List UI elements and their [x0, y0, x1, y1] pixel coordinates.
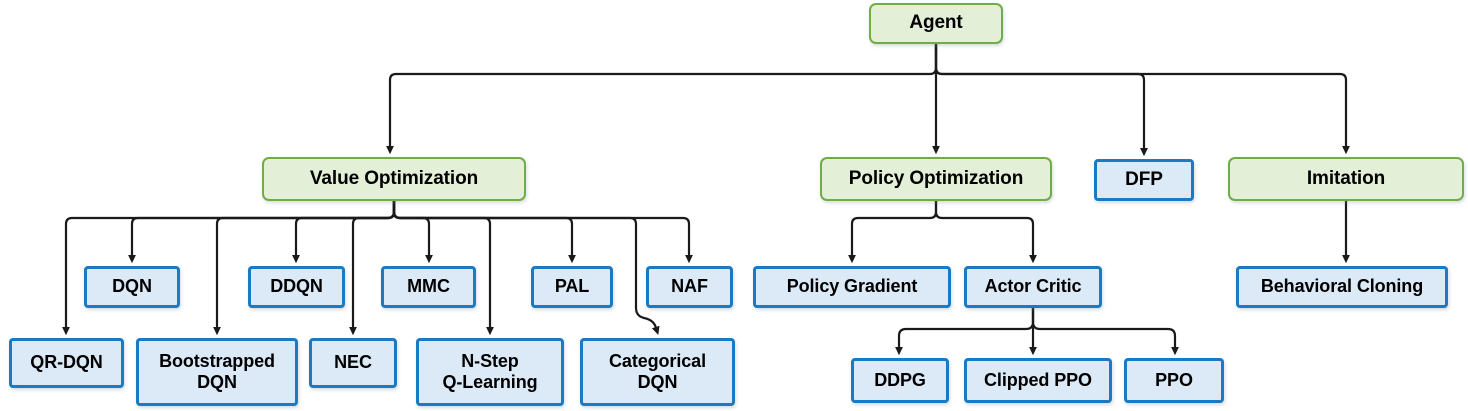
connector-actor-critic-to-ppo	[1031, 308, 1179, 356]
node-label-bootstrapped-dqn: Bootstrapped DQN	[159, 350, 275, 392]
connector-value-optimization-to-mmc	[392, 201, 433, 264]
node-label-behavioral-cloning: Behavioral Cloning	[1260, 276, 1424, 297]
node-label-policy-optimization: Policy Optimization	[848, 167, 1024, 189]
connector-policy-optimization-to-actor-critic	[934, 201, 1037, 264]
node-label-ppo: PPO	[1155, 369, 1193, 390]
connector-actor-critic-to-ddpg	[895, 308, 1035, 356]
node-dfp[interactable]: DFP	[1094, 159, 1194, 201]
node-label-value-optimization: Value Optimization	[309, 167, 479, 189]
node-label-dqn: DQN	[112, 276, 152, 297]
connector-agent-to-value-optimization	[386, 44, 938, 155]
node-label-categorical-dqn: Categorical DQN	[609, 350, 706, 392]
node-ddpg[interactable]: DDPG	[851, 358, 949, 403]
node-naf[interactable]: NAF	[646, 266, 733, 308]
node-categorical-dqn[interactable]: Categorical DQN	[580, 338, 735, 406]
node-agent[interactable]: Agent	[869, 3, 1003, 44]
node-imitation[interactable]: Imitation	[1228, 157, 1464, 201]
connector-value-optimization-to-pal	[392, 201, 576, 264]
node-label-imitation: Imitation	[1306, 167, 1386, 189]
node-qr-dqn[interactable]: QR-DQN	[9, 338, 124, 388]
node-label-dfp: DFP	[1125, 168, 1163, 190]
node-label-nec: NEC	[334, 352, 372, 373]
node-behavioral-cloning[interactable]: Behavioral Cloning	[1236, 266, 1448, 308]
node-clipped-ppo[interactable]: Clipped PPO	[964, 358, 1112, 403]
connector-agent-to-imitation	[934, 44, 1350, 155]
node-nec[interactable]: NEC	[309, 338, 397, 388]
node-label-mmc: MMC	[407, 276, 450, 297]
node-dqn[interactable]: DQN	[84, 266, 180, 308]
connector-policy-optimization-to-policy-gradient	[848, 201, 938, 264]
node-ppo[interactable]: PPO	[1124, 358, 1224, 403]
connector-value-optimization-to-naf	[392, 201, 693, 264]
node-ddqn[interactable]: DDQN	[248, 266, 345, 308]
connector-value-optimization-to-ddqn	[292, 201, 396, 264]
connector-agent-to-dfp	[934, 44, 1148, 157]
node-label-clipped-ppo: Clipped PPO	[984, 369, 1092, 390]
node-policy-gradient[interactable]: Policy Gradient	[753, 266, 951, 308]
node-label-naf: NAF	[671, 276, 708, 297]
node-value-optimization[interactable]: Value Optimization	[262, 157, 526, 201]
connector-value-optimization-to-dqn	[128, 201, 396, 264]
node-label-policy-gradient: Policy Gradient	[786, 276, 918, 297]
node-label-agent: Agent	[909, 12, 963, 34]
node-n-step-q-learning[interactable]: N-Step Q-Learning	[416, 338, 564, 406]
node-label-n-step-q-learning: N-Step Q-Learning	[442, 350, 538, 392]
node-label-ddpg: DDPG	[874, 369, 926, 390]
node-label-qr-dqn: QR-DQN	[30, 352, 103, 373]
node-actor-critic[interactable]: Actor Critic	[964, 266, 1102, 308]
node-label-pal: PAL	[554, 276, 590, 297]
node-policy-optimization[interactable]: Policy Optimization	[820, 157, 1052, 201]
node-pal[interactable]: PAL	[531, 266, 613, 308]
node-bootstrapped-dqn[interactable]: Bootstrapped DQN	[136, 338, 298, 406]
node-label-actor-critic: Actor Critic	[984, 276, 1082, 297]
node-label-ddqn: DDQN	[270, 276, 323, 297]
node-mmc[interactable]: MMC	[381, 266, 476, 308]
